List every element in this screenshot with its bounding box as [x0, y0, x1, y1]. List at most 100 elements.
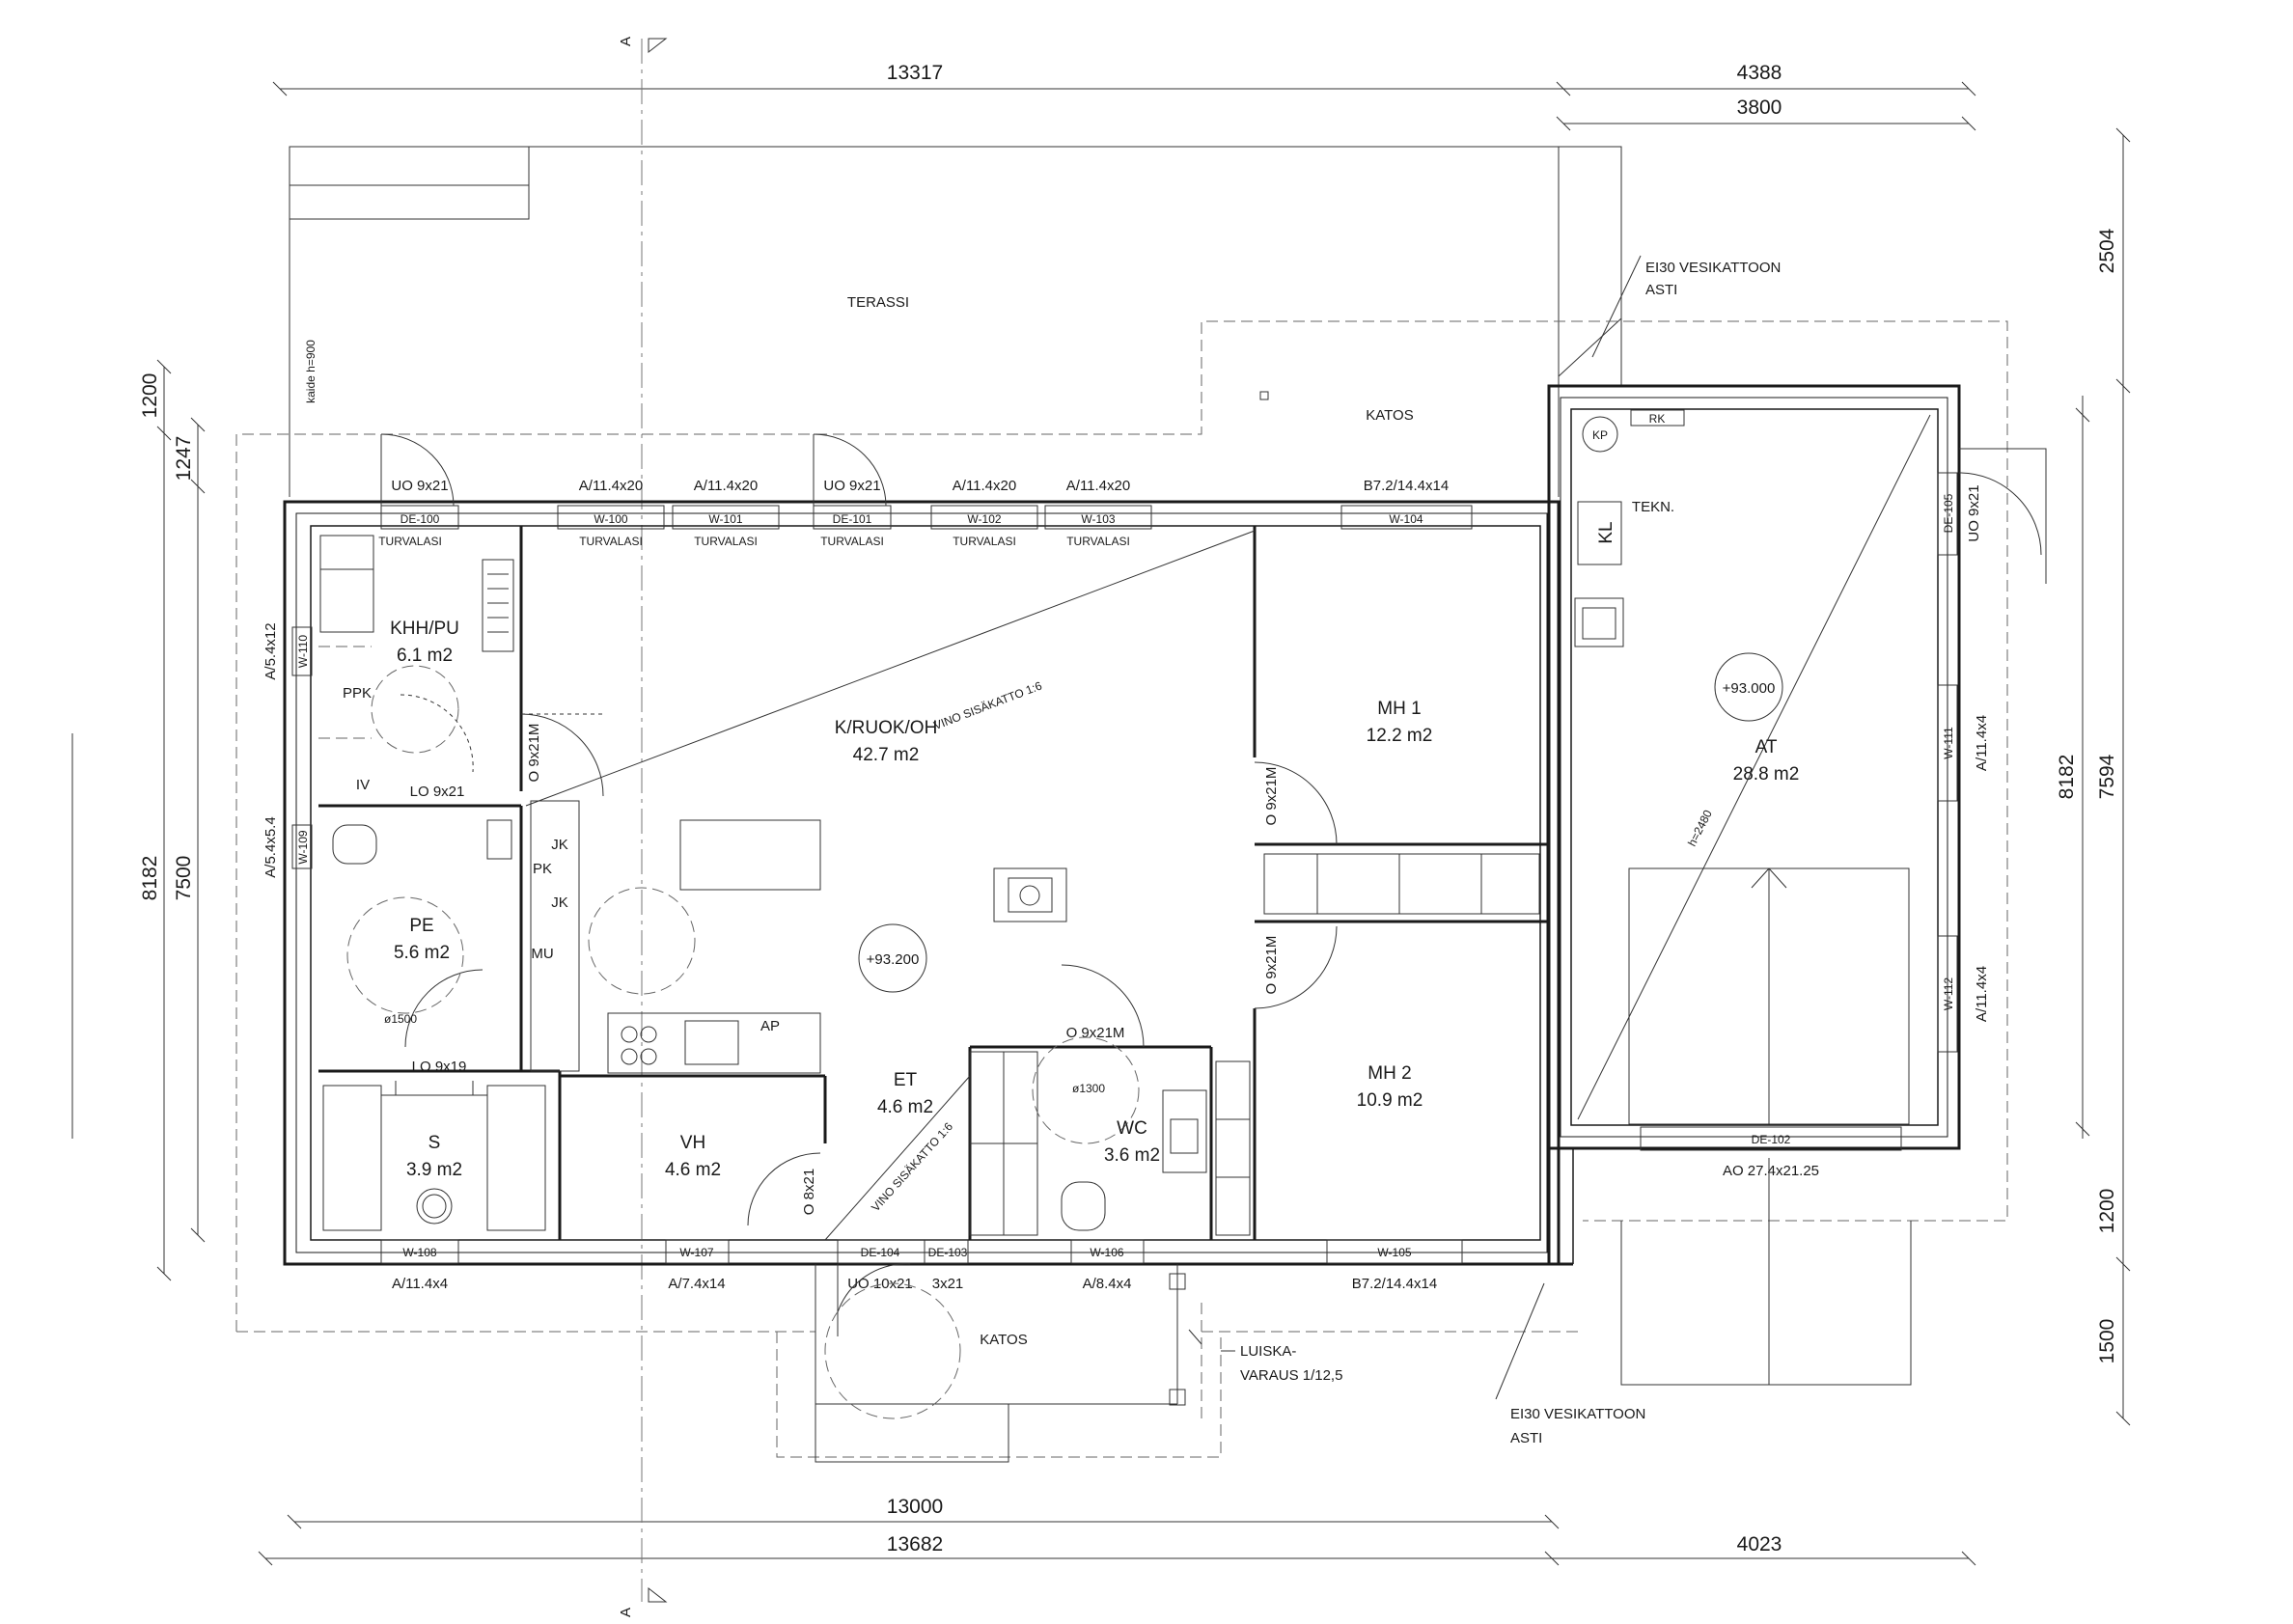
note-luiska-2: VARAUS 1/12,5 — [1240, 1367, 1342, 1384]
window-bottom-2-size: A/7.4x14 — [668, 1276, 725, 1292]
window-top-6-size: A/11.4x20 — [1066, 478, 1130, 494]
room-terassi: TERASSI — [847, 294, 909, 311]
window-bottom-1-code: W-108 — [402, 1246, 436, 1259]
room-pe-name: PE — [409, 916, 433, 936]
door-mh2-label: O 9x21M — [1263, 936, 1280, 995]
turvalasi-5: TURVALASI — [953, 535, 1016, 548]
dim-top-main: 13317 — [887, 62, 943, 84]
window-w110-code: W-110 — [296, 635, 310, 669]
dim-top-right-inner: 3800 — [1737, 96, 1782, 119]
door-de102-size: AO 27.4x21.25 — [1723, 1163, 1819, 1179]
dim-right-5: 1500 — [2096, 1319, 2118, 1364]
turvalasi-4: TURVALASI — [820, 535, 884, 548]
room-vh-area: 4.6 m2 — [665, 1160, 721, 1180]
fixture-kp: KP — [1592, 428, 1608, 442]
door-vh-label: O 8x21 — [801, 1169, 817, 1215]
level-garage: +93.000 — [1723, 680, 1776, 697]
note-ei30-bottom-2: ASTI — [1510, 1430, 1542, 1446]
fixture-jk-1: JK — [551, 837, 568, 853]
window-bottom-5-size: A/8.4x4 — [1083, 1276, 1132, 1292]
turvalasi-1: TURVALASI — [378, 535, 442, 548]
section-line-a: A A — [618, 37, 668, 1617]
dimension-texts: 13317 4388 3800 13000 13682 4023 1200 12… — [139, 62, 2118, 1555]
slope-lines — [525, 414, 1931, 1241]
fixture-rk: RK — [1649, 412, 1666, 426]
note-vino-1: VINO SISÄKATTO 1:6 — [932, 678, 1044, 732]
room-at-area: 28.8 m2 — [1733, 764, 1800, 784]
windows-side: W-110 A/5.4x12 W-109 A/5.4x5.4 W-111 A/1… — [262, 448, 2047, 1179]
room-khh-area: 6.1 m2 — [397, 646, 453, 666]
room-wc-name: WC — [1117, 1118, 1147, 1139]
door-pe-label: LO 9x19 — [412, 1059, 467, 1075]
door-kitchen-label: O 9x21M — [526, 724, 542, 783]
window-top-4-size: UO 9x21 — [823, 478, 880, 494]
window-bottom-1-size: A/11.4x4 — [392, 1276, 448, 1292]
room-at-name: AT — [1755, 737, 1778, 757]
turvalasi-2: TURVALASI — [579, 535, 643, 548]
door-de102-code: DE-102 — [1752, 1133, 1791, 1146]
dim-right-2: 7594 — [2096, 754, 2118, 799]
window-w111-code: W-111 — [1942, 727, 1955, 759]
room-mh2-area: 10.9 m2 — [1357, 1090, 1423, 1111]
note-luiska-1: LUISKA- — [1240, 1343, 1296, 1360]
room-kitchen-area: 42.7 m2 — [853, 745, 920, 765]
fixture-jk-2: JK — [551, 895, 568, 911]
window-bottom-3-code: DE-104 — [861, 1246, 900, 1259]
window-w112-code: W-112 — [1942, 977, 1955, 1011]
fixture-pk: PK — [533, 861, 552, 877]
room-katos-bottom: KATOS — [980, 1332, 1027, 1348]
note-ei30-top-1: EI30 VESIKATTOON — [1645, 260, 1781, 276]
window-w109-code: W-109 — [296, 830, 310, 864]
room-wc-area: 3.6 m2 — [1104, 1145, 1160, 1166]
window-top-4-code: DE-101 — [833, 512, 872, 526]
room-et-name: ET — [894, 1070, 918, 1090]
room-s-name: S — [428, 1133, 441, 1153]
door-khh-label: LO 9x21 — [410, 784, 465, 800]
window-bottom-5-code: W-106 — [1090, 1246, 1123, 1259]
window-top-2-size: A/11.4x20 — [579, 478, 643, 494]
entrance-canopy — [815, 1158, 1912, 1463]
section-label-top: A — [618, 37, 634, 46]
fixture-kl: KL — [1596, 521, 1616, 543]
level-markers: +93.200 +93.000 — [858, 652, 1783, 993]
walls — [283, 384, 1961, 1266]
turvalasi-6: TURVALASI — [1066, 535, 1130, 548]
room-et-area: 4.6 m2 — [877, 1097, 933, 1117]
window-w112-size: A/11.4x4 — [1974, 966, 1990, 1022]
dim-left-2: 1247 — [173, 436, 195, 482]
window-top-7-code: W-104 — [1389, 512, 1423, 526]
dim-right-4: 1200 — [2096, 1189, 2118, 1234]
window-top-3-code: W-101 — [708, 512, 742, 526]
dim-top-right: 4388 — [1737, 62, 1782, 84]
room-pe-area: 5.6 m2 — [394, 943, 450, 963]
door-wc-label: O 9x21M — [1066, 1025, 1125, 1041]
window-bottom-4-size: 3x21 — [932, 1276, 964, 1292]
window-top-7-size: B7.2/14.4x14 — [1364, 478, 1449, 494]
window-top-5-code: W-102 — [967, 512, 1001, 526]
fixture-mu: MU — [531, 946, 553, 962]
door-mh1-label: O 9x21M — [1263, 767, 1280, 826]
room-vh-name: VH — [680, 1133, 705, 1153]
window-bottom-2-code: W-107 — [679, 1246, 713, 1259]
room-s-area: 3.9 m2 — [406, 1160, 462, 1180]
window-bottom-6-size: B7.2/14.4x14 — [1352, 1276, 1437, 1292]
door-de105-code: DE-105 — [1942, 493, 1955, 533]
windows-top: UO 9x21 DE-100 A/11.4x20 W-100 A/11.4x20… — [378, 433, 1473, 548]
dim-right-3: 8182 — [2056, 755, 2078, 800]
room-khh-name: KHH/PU — [390, 619, 459, 639]
dim-right-1: 2504 — [2096, 228, 2118, 273]
fixture-ap: AP — [760, 1018, 780, 1034]
fixture-dia-pe: ø1500 — [384, 1012, 417, 1026]
room-katos-top: KATOS — [1366, 407, 1413, 424]
dim-bottom-1: 13000 — [887, 1496, 943, 1518]
window-w109-size: A/5.4x5.4 — [262, 816, 279, 877]
room-mh2-name: MH 2 — [1368, 1063, 1411, 1084]
room-mh1-name: MH 1 — [1377, 699, 1421, 719]
window-top-6-code: W-103 — [1081, 512, 1115, 526]
fixture-iv: IV — [356, 777, 370, 793]
window-top-5-size: A/11.4x20 — [953, 478, 1016, 494]
window-top-1-size: UO 9x21 — [391, 478, 448, 494]
fixture-ppk: PPK — [343, 685, 372, 702]
dim-left-1: 1200 — [139, 373, 161, 419]
fixtures: PPK IV ø1500 JK PK JK MU AP — [318, 409, 1910, 1236]
